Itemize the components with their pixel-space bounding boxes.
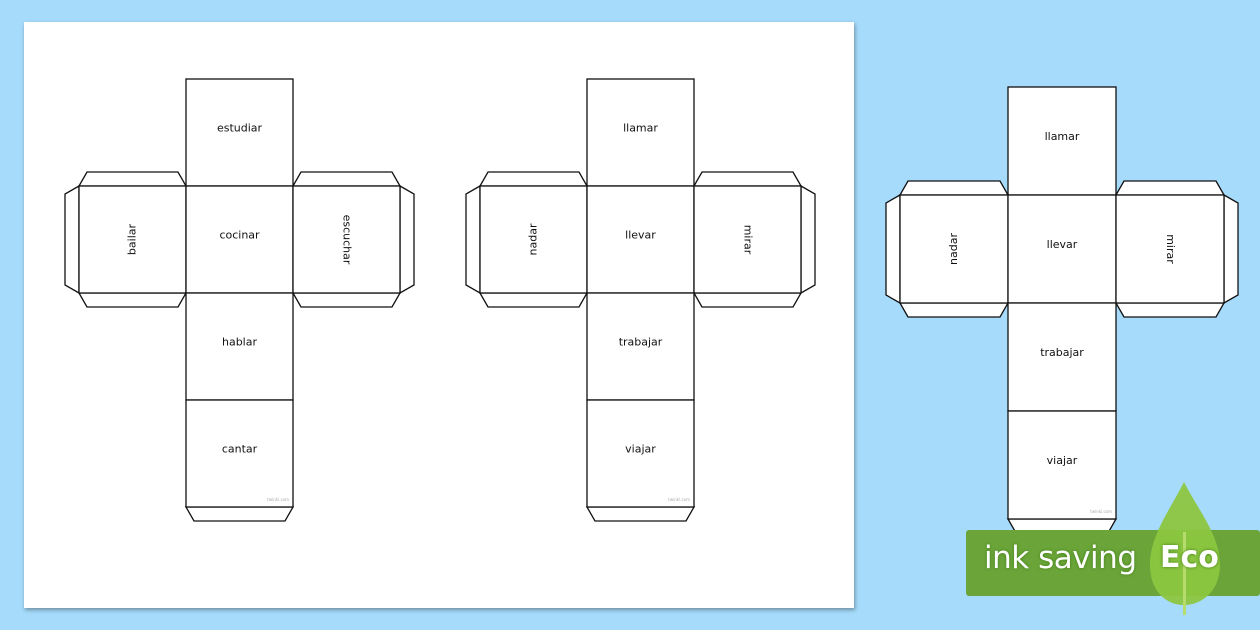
face-label-center: llevar <box>1047 238 1078 251</box>
face-bottom2 <box>185 399 294 508</box>
face-label-top: estudiar <box>217 122 263 135</box>
face-right <box>292 185 401 294</box>
face-left <box>479 185 588 294</box>
face-left <box>78 185 187 294</box>
face-bottom1 <box>586 292 695 401</box>
face-label-top: llamar <box>623 122 658 135</box>
face-bottom1 <box>185 292 294 401</box>
face-label-top: llamar <box>1045 130 1080 143</box>
face-label-bottom1: trabajar <box>1040 346 1084 359</box>
face-right <box>693 185 802 294</box>
watermark: twinkl.com <box>1090 509 1112 514</box>
face-label-bottom2: viajar <box>1047 454 1078 467</box>
face-top <box>185 78 294 187</box>
cube-net: estudiar bailar cocinar escuchar hablar canta… <box>64 78 415 522</box>
face-label-bottom1: trabajar <box>619 336 663 349</box>
leaf-stem <box>1183 532 1186 615</box>
ink-saving-label: ink saving <box>984 540 1137 576</box>
face-label-bottom1: hablar <box>222 336 257 349</box>
face-label-center: cocinar <box>219 229 260 242</box>
face-bottom2 <box>1007 410 1117 520</box>
face-label-left: nadar <box>527 223 540 255</box>
face-right <box>1115 194 1225 304</box>
face-top <box>586 78 695 187</box>
watermark: twinkl.com <box>668 497 690 502</box>
face-label-bottom2: cantar <box>222 443 258 456</box>
face-bottom1 <box>1007 302 1117 412</box>
face-label-right: escuchar <box>341 215 354 265</box>
cube-net: llamar nadar llevar mirar trabajar viajar twin… <box>885 86 1239 534</box>
worksheet-page <box>24 22 854 608</box>
face-label-bottom2: viajar <box>625 443 656 456</box>
face-label-center: llevar <box>625 229 656 242</box>
eco-label: Eco <box>1160 540 1219 575</box>
face-left <box>899 194 1009 304</box>
face-top <box>1007 86 1117 196</box>
watermark: twinkl.com <box>267 497 289 502</box>
face-label-left: nadar <box>947 233 960 265</box>
cube-net: llamar nadar llevar mirar trabajar viajar twin… <box>465 78 816 522</box>
face-label-right: mirar <box>742 225 755 255</box>
face-label-right: mirar <box>1164 234 1177 264</box>
face-bottom2 <box>586 399 695 508</box>
face-center <box>586 185 695 294</box>
face-label-left: bailar <box>126 223 139 255</box>
